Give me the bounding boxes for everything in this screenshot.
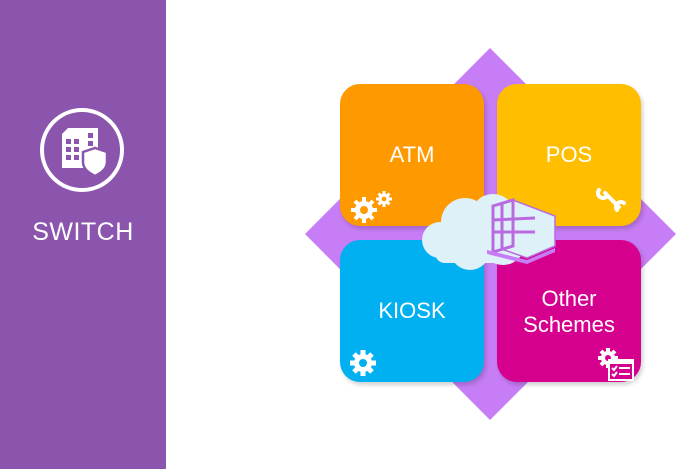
sidebar: SWITCH bbox=[0, 0, 166, 469]
cloud-building-icon bbox=[422, 194, 556, 270]
tile-label: ATM bbox=[389, 142, 435, 167]
gears-icon bbox=[351, 191, 392, 223]
gear-icon bbox=[350, 350, 376, 376]
tile-label-line1: Other bbox=[541, 286, 597, 311]
tile-label: POS bbox=[545, 142, 593, 167]
wrench-icon bbox=[596, 188, 626, 212]
sidebar-title: SWITCH bbox=[32, 218, 134, 246]
gear-checklist-icon bbox=[598, 348, 634, 381]
tile-label-line2: Schemes bbox=[523, 312, 615, 337]
tile-label: KIOSK bbox=[378, 298, 446, 323]
tile-other-schemes[interactable]: Other Schemes bbox=[497, 240, 641, 382]
buildings-shield-icon bbox=[40, 108, 124, 192]
